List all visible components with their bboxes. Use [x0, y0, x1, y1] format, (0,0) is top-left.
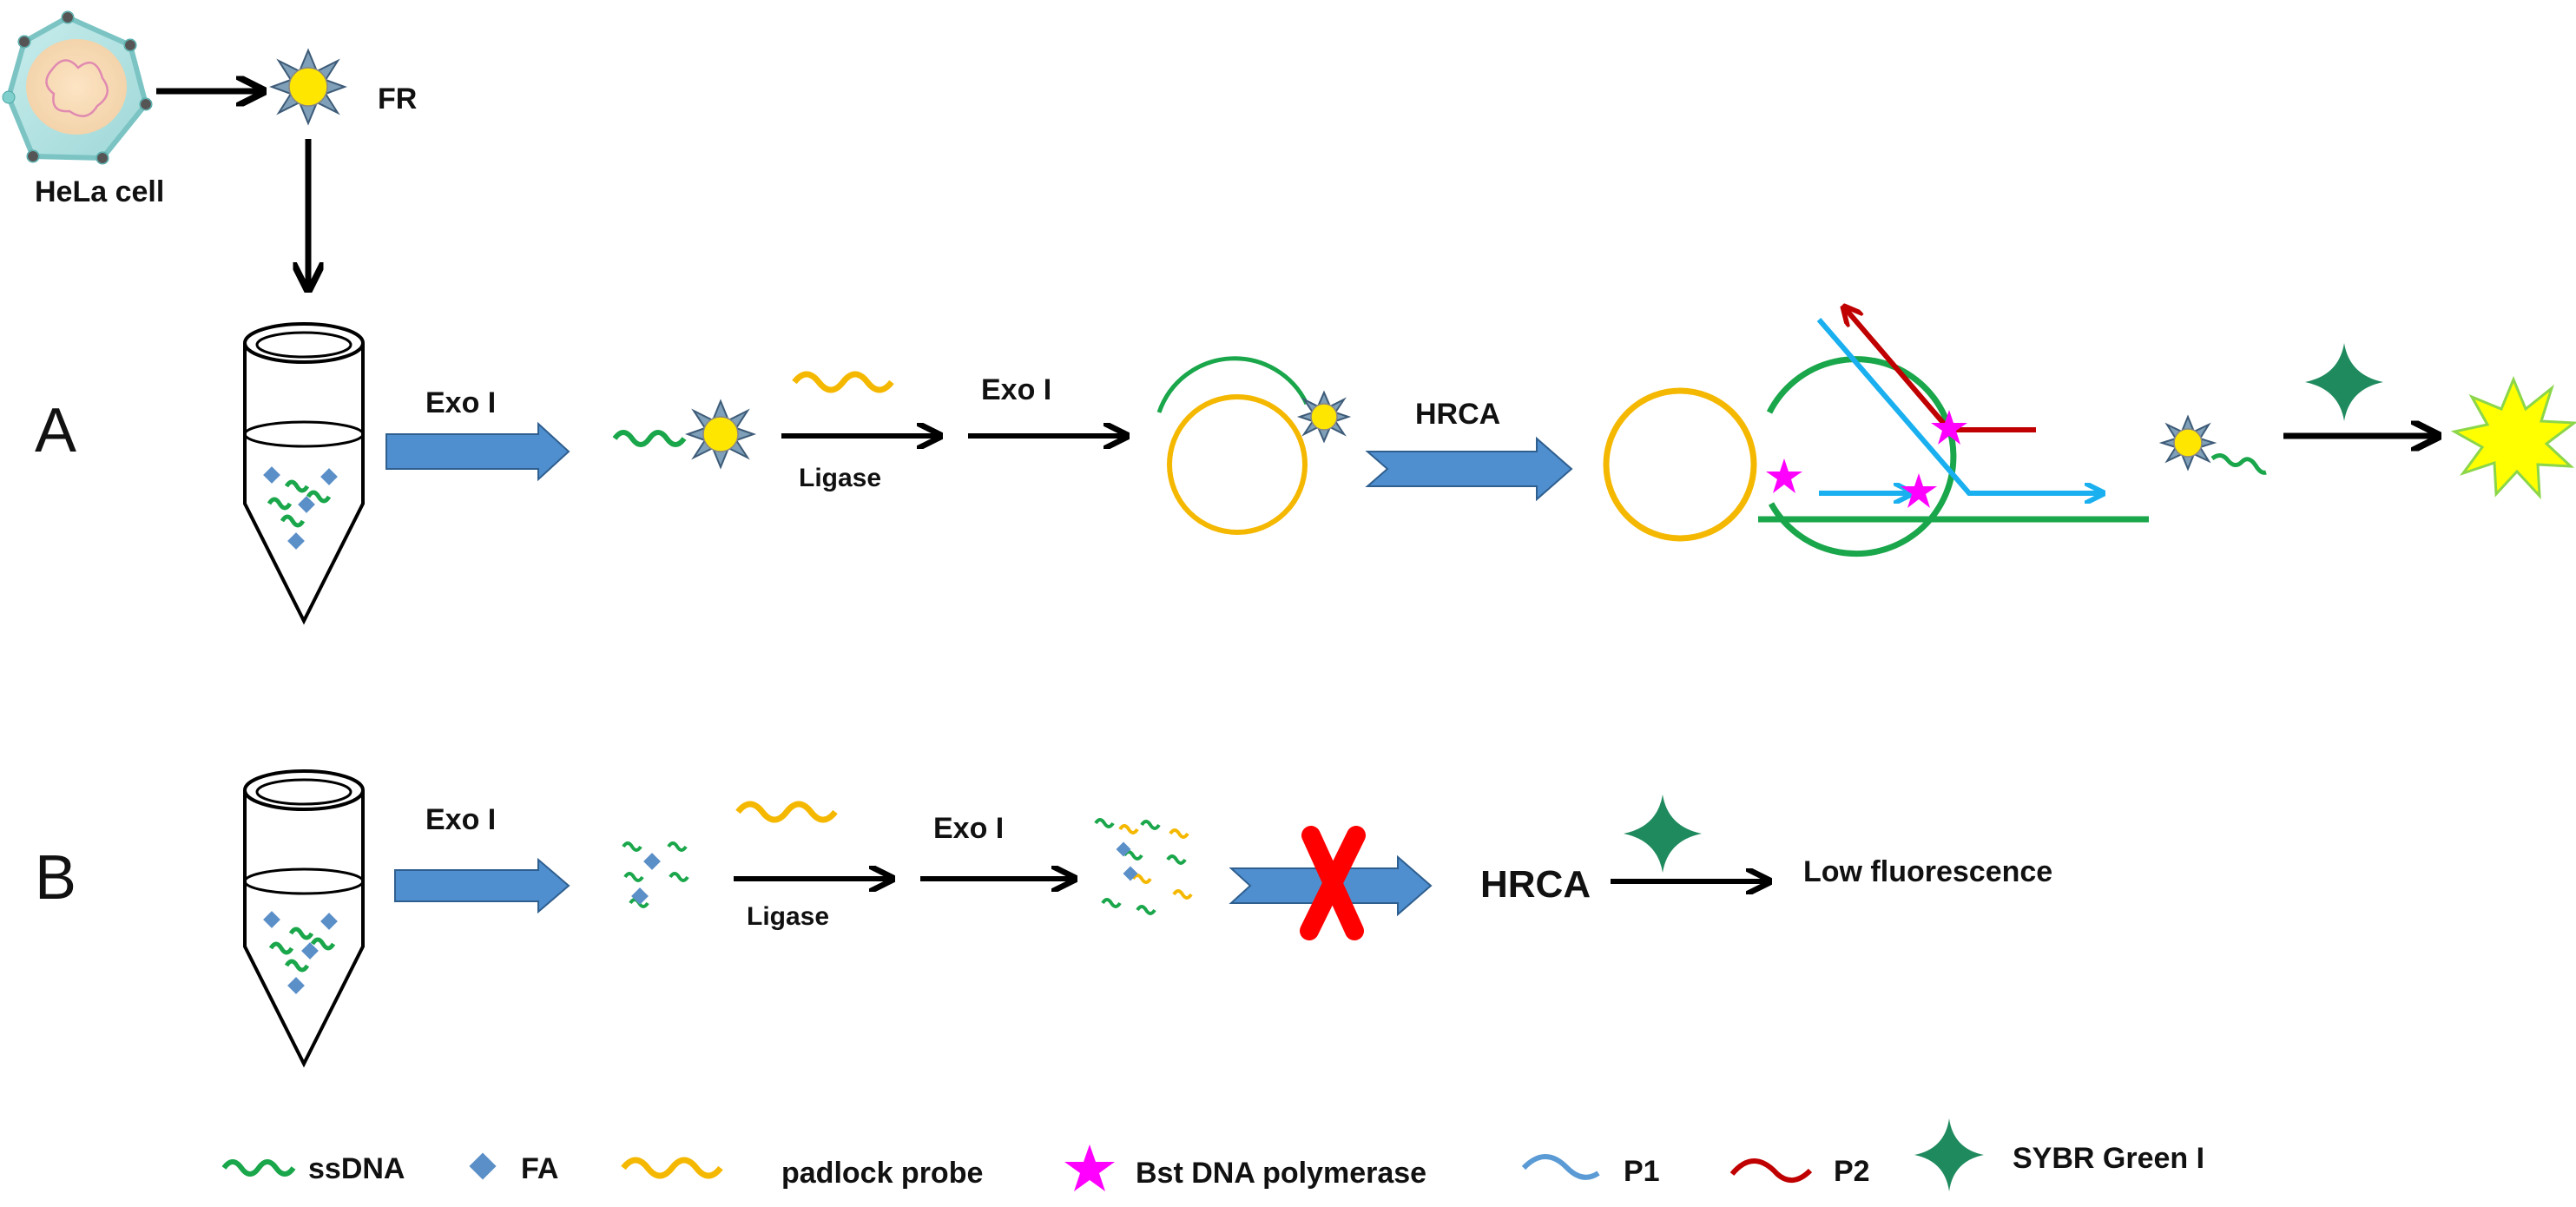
legend-p1-swatch [1521, 1154, 1600, 1180]
tube-a-contents [263, 466, 338, 550]
b-unligated-mixture [1094, 818, 1193, 915]
fa-molecule [1123, 866, 1138, 881]
b-step2-label: Exo I [933, 812, 1004, 845]
fa-molecule [287, 977, 305, 994]
ssdna-fragment [1101, 898, 1122, 908]
ssdna-strand [284, 479, 310, 493]
bst-polymerase-star [1931, 410, 1967, 445]
ssdna-arc [1156, 356, 1309, 413]
ssdna-strand [310, 937, 336, 951]
padlock-probe [735, 801, 838, 823]
tube-a [243, 322, 365, 625]
legend-p2-swatch [1729, 1158, 1813, 1183]
fa-molecule [298, 496, 315, 513]
legend-sybr-swatch [1914, 1118, 1984, 1191]
padlock-fragment [1131, 874, 1152, 884]
ssdna-strand [288, 927, 314, 940]
fa-molecule [631, 887, 649, 905]
fa-molecule [643, 853, 661, 870]
sybr-green-icon [1624, 795, 1702, 873]
tube-b [243, 769, 365, 1068]
fa-molecule [1116, 841, 1131, 857]
legend-ssdna-label: ssDNA [308, 1152, 405, 1185]
legend-bst-swatch [1064, 1144, 1115, 1191]
legend-fa-swatch [469, 1152, 497, 1180]
fa-molecule [287, 532, 305, 550]
hela-cell-icon [2, 10, 153, 165]
fa-molecule [320, 913, 338, 930]
fa-molecule [263, 911, 280, 928]
fa-molecule [263, 466, 280, 484]
legend-padlock-label: padlock probe [781, 1157, 983, 1190]
ssdna-strand [2210, 453, 2267, 475]
fr-bound-nanoparticle-icon [2158, 414, 2217, 472]
legend-padlock-swatch [621, 1157, 723, 1179]
ssdna-strand [268, 941, 294, 955]
fr-label: FR [378, 82, 417, 115]
ssdna-fragment [1166, 854, 1187, 865]
fa-molecule [301, 942, 319, 960]
sybr-green-icon [2305, 343, 2383, 421]
ssdna-strand [306, 490, 332, 504]
legend-ssdna-swatch [221, 1159, 296, 1177]
padlock-fragment [1172, 889, 1193, 900]
fr-nanoparticle-icon [269, 48, 347, 126]
fr-bound-nanoparticle-icon [684, 399, 757, 470]
b-digested-mixture [622, 841, 689, 908]
ssdna-fragment [667, 841, 688, 852]
ssdna-fragment [1094, 818, 1115, 828]
ssdna-fragment [1136, 905, 1156, 915]
circular-padlock-probe [1167, 394, 1308, 535]
legend-fa-label: FA [521, 1152, 558, 1185]
a-hrca-label: HRCA [1415, 398, 1500, 431]
legend-sybr-label: SYBR Green I [2013, 1142, 2204, 1175]
b-ligase-label: Ligase [747, 902, 829, 931]
ssdna-fragment [622, 841, 642, 852]
ssdna-fragment [669, 872, 689, 882]
panel-b-letter: B [35, 843, 76, 913]
b-result-label: Low fluorescence [1803, 855, 2052, 888]
a-step2-label: Exo I [981, 373, 1051, 406]
blocked-cross-icon [1300, 826, 1366, 940]
a-block-arrow-hrca [1365, 436, 1573, 502]
ssdna-strand [267, 497, 293, 511]
a-ligase-label: Ligase [799, 464, 881, 492]
bst-polymerase-star [1766, 458, 1802, 493]
high-fluorescence-burst-icon [2450, 376, 2576, 500]
circular-padlock-probe [1603, 387, 1757, 542]
ssdna-strand [280, 514, 306, 528]
padlock-fragment [1118, 824, 1139, 834]
p1-primer [1816, 318, 2101, 493]
hrca-amplification-structure [1603, 308, 2149, 557]
panel-a-letter: A [35, 396, 76, 465]
legend-p2-label: P2 [1834, 1155, 1870, 1188]
padlock-probe [792, 371, 894, 393]
ssdna-product-loop [1766, 356, 1957, 557]
legend-p1-label: P1 [1624, 1155, 1660, 1188]
b-hrca-label: HRCA [1480, 863, 1591, 906]
tube-b-contents [263, 911, 338, 994]
bst-polymerase-star [1901, 473, 1937, 508]
a-block-arrow-1 [385, 421, 570, 482]
circularized-padlock-complex [1156, 356, 1352, 535]
padlock-fragment [1169, 828, 1189, 839]
b-step1-label: Exo I [425, 803, 496, 836]
ssdna-strand [284, 959, 310, 973]
ssdna-strand [612, 430, 687, 447]
hela-cell-label: HeLa cell [35, 175, 164, 208]
b-block-arrow-1 [394, 857, 570, 914]
legend: ssDNA FA padlock probe Bst DNA polymeras… [221, 1118, 2204, 1191]
a-step1-label: Exo I [425, 386, 496, 419]
legend-bst-label: Bst DNA polymerase [1136, 1157, 1426, 1190]
fr-bound-nanoparticle-icon [1296, 390, 1352, 444]
ssdna-fragment [623, 872, 644, 882]
fa-molecule [320, 468, 338, 485]
ssdna-fragment [1140, 820, 1161, 830]
